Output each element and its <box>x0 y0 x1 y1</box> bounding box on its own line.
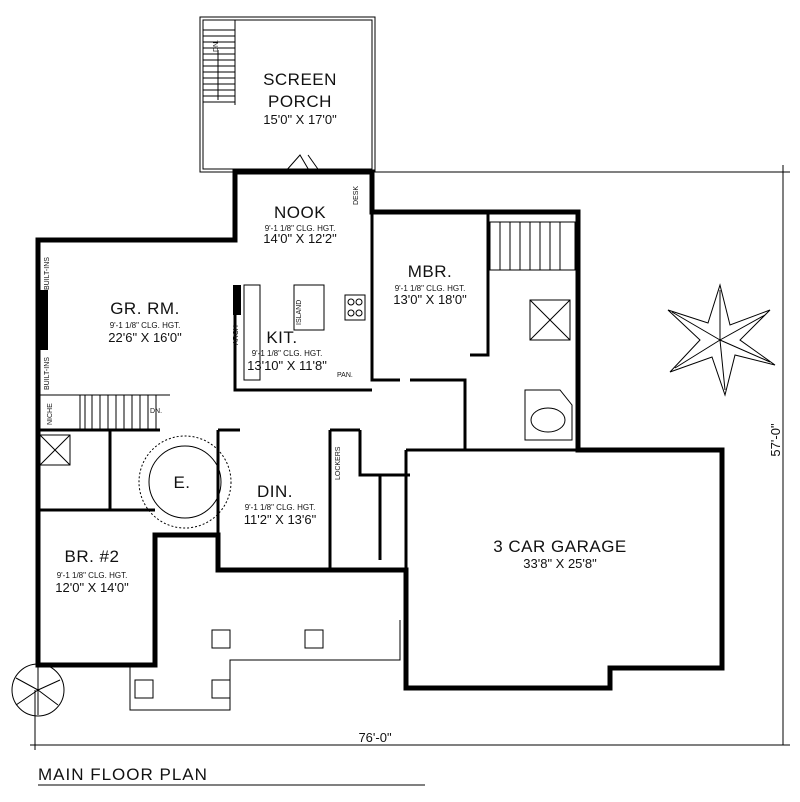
room-bedroom-2: BR. #2 9'-1 1/8" CLG. HGT. 12'0" X 14'0" <box>55 547 129 595</box>
lockers-label: LOCKERS <box>335 446 342 480</box>
room-nook: NOOK 9'-1 1/8" CLG. HGT. 14'0" X 12'2" <box>263 203 337 246</box>
room-name: PORCH <box>268 92 332 111</box>
pantry-label: PAN. <box>337 372 353 379</box>
room-name: DIN. <box>257 482 293 501</box>
porch-column <box>211 679 231 699</box>
front-porch <box>129 620 401 711</box>
porch-column <box>304 629 324 649</box>
entry-rotunda <box>138 435 232 529</box>
room-size: 12'0" X 14'0" <box>55 580 129 595</box>
room-dining: DIN. 9'-1 1/8" CLG. HGT. 11'2" X 13'6" <box>244 482 317 527</box>
down-label: DN. <box>150 408 162 415</box>
room-master-bedroom: MBR. 9'-1 1/8" CLG. HGT. 13'0" X 18'0" <box>393 262 467 307</box>
exterior-walls <box>35 169 725 691</box>
overall-depth: 57'-0" <box>768 423 783 457</box>
room-size: 22'6" X 16'0" <box>108 330 182 345</box>
plan-title: MAIN FLOOR PLAN <box>38 765 208 784</box>
room-name: BR. #2 <box>65 547 120 566</box>
room-size: 13'0" X 18'0" <box>393 292 467 307</box>
tree-icon <box>11 663 65 717</box>
room-name: 3 CAR GARAGE <box>493 537 627 556</box>
dimension-lines <box>30 165 790 750</box>
porch-column <box>134 679 154 699</box>
room-kitchen: KIT. 9'-1 1/8" CLG. HGT. 13'10" X 11'8" <box>247 328 327 373</box>
ceiling-height: 9'-1 1/8" CLG. HGT. <box>265 224 336 233</box>
ceiling-height: 9'-1 1/8" CLG. HGT. <box>252 349 323 358</box>
room-name: KIT. <box>266 328 297 347</box>
desk-label: DESK <box>353 186 360 205</box>
ceiling-height: 9'-1 1/8" CLG. HGT. <box>110 321 181 330</box>
room-name: SCREEN <box>263 70 337 89</box>
ceiling-height: 9'-1 1/8" CLG. HGT. <box>245 503 316 512</box>
arch-label: ARCH <box>233 325 240 345</box>
island-label: ISLAND <box>296 300 303 325</box>
room-size: 13'10" X 11'8" <box>247 358 327 373</box>
down-label: DN. <box>213 40 220 52</box>
room-name: E. <box>173 473 190 492</box>
room-name: GR. RM. <box>110 299 180 318</box>
room-name: MBR. <box>408 262 453 281</box>
ceiling-height: 9'-1 1/8" CLG. HGT. <box>57 571 128 580</box>
room-great-room: GR. RM. 9'-1 1/8" CLG. HGT. 22'6" X 16'0… <box>108 299 182 345</box>
room-name: NOOK <box>274 203 326 222</box>
interior-walls <box>38 212 722 688</box>
room-entry: E. <box>173 473 190 492</box>
room-size: 15'0" X 17'0" <box>263 112 337 127</box>
ceiling-height: 9'-1 1/8" CLG. HGT. <box>395 284 466 293</box>
porch-column <box>211 629 231 649</box>
porch-stairs <box>203 20 236 105</box>
niche-label: NICHE <box>47 403 54 425</box>
room-size: 11'2" X 13'6" <box>244 512 317 527</box>
room-size: 33'8" X 25'8" <box>523 556 597 571</box>
overall-width: 76'-0" <box>358 730 392 745</box>
room-garage: 3 CAR GARAGE 33'8" X 25'8" <box>493 537 627 571</box>
built-ins-label: BUILT-INS <box>44 257 51 290</box>
tree-icon <box>667 283 776 397</box>
room-screen-porch: SCREEN PORCH 15'0" X 17'0" <box>263 70 337 127</box>
built-ins-label: BUILT-INS <box>44 357 51 390</box>
room-size: 14'0" X 12'2" <box>263 231 337 246</box>
